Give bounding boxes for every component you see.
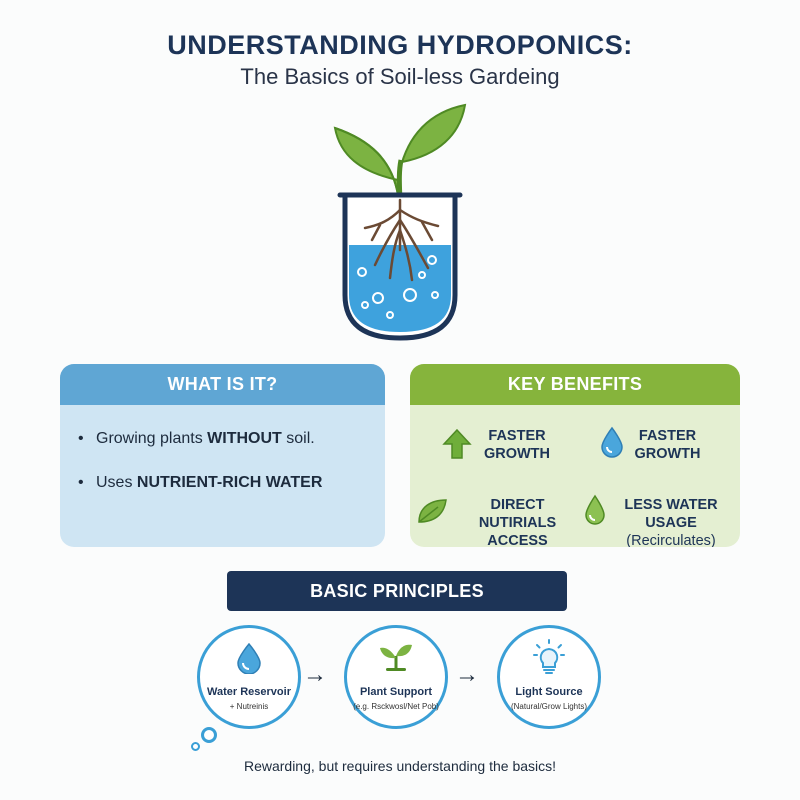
benefit-line2: (Recirculates)	[626, 533, 716, 547]
benefit-line2: GROWTH	[483, 446, 551, 462]
bullet-nutrient-water: •Uses NUTRIENT-RICH WATER	[78, 474, 323, 491]
what-is-it-panel: WHAT IS IT? •Growing plants WITHOUT soil…	[60, 364, 385, 547]
principle-label: Plant Support	[359, 686, 433, 698]
benefit-line1: FASTER	[488, 428, 546, 444]
bullet-text: Uses	[96, 474, 137, 491]
key-benefits-heading: KEY BENEFITS	[410, 364, 740, 405]
up-arrow-icon	[442, 428, 472, 459]
bullet-emphasis: WITHOUT	[207, 430, 282, 447]
light-bulb-icon	[533, 639, 565, 674]
benefit-faster-growth-2: FASTER GROWTH	[620, 427, 715, 463]
water-drop-leaf-icon	[585, 494, 605, 525]
arrow-right-icon: →	[303, 661, 327, 688]
bullet-text: Growing plants	[96, 430, 208, 447]
benefit-direct-nutrients: DIRECT NUTIRIALS ACCESS	[450, 496, 585, 547]
bullet-text-end: soil.	[281, 430, 315, 447]
principle-sublabel: + Nutreinis	[229, 702, 269, 711]
principle-light-source: Light Source (Natural/Grow Lights)	[497, 625, 601, 729]
principle-water-reservoir: Water Reservoir + Nutreinis	[197, 625, 301, 729]
benefit-line1: FASTER	[638, 428, 697, 444]
benefit-line2: GROWTH	[634, 446, 701, 462]
decorative-bubble	[201, 727, 217, 743]
benefit-less-water: LESS WATER USAGE (Recirculates)	[600, 496, 740, 547]
principle-sublabel: (e.g. Rsckwosl/Net Pob)	[353, 702, 439, 711]
water-drop-icon	[601, 426, 623, 458]
decorative-bubble	[191, 742, 200, 751]
water-drop-icon	[237, 642, 261, 674]
benefit-line1: LESS WATER USAGE	[624, 497, 718, 531]
benefit-line2: ACCESS	[487, 533, 548, 547]
principle-label: Water Reservoir	[207, 686, 291, 698]
bullet-without-soil: •Growing plants WITHOUT soil.	[78, 430, 315, 447]
principle-label: Light Source	[515, 686, 583, 698]
principle-plant-support: Plant Support (e.g. Rsckwosl/Net Pob)	[344, 625, 448, 729]
bullet-emphasis: NUTRIENT-RICH WATER	[136, 474, 323, 491]
principle-sublabel: (Natural/Grow Lights)	[510, 702, 588, 711]
footer-note: Rewarding, but requires understanding th…	[243, 758, 557, 774]
arrow-right-icon: →	[455, 661, 479, 688]
plant-in-beaker-illustration	[333, 103, 467, 341]
benefit-faster-growth: FASTER GROWTH	[472, 427, 562, 463]
key-benefits-panel: KEY BENEFITS FASTER GROWTH FASTER GROWTH…	[410, 364, 740, 547]
basic-principles-heading: BASIC PRINCIPLES	[227, 571, 567, 611]
benefit-line1: DIRECT NUTIRIALS	[478, 497, 557, 531]
what-is-it-heading: WHAT IS IT?	[60, 364, 385, 405]
page-subtitle: The Basics of Soil-less Gardeing	[240, 64, 560, 89]
leaf-icon	[418, 499, 447, 523]
sprout-icon	[380, 644, 412, 671]
page-title: UNDERSTANDING HYDROPONICS:	[167, 30, 633, 60]
